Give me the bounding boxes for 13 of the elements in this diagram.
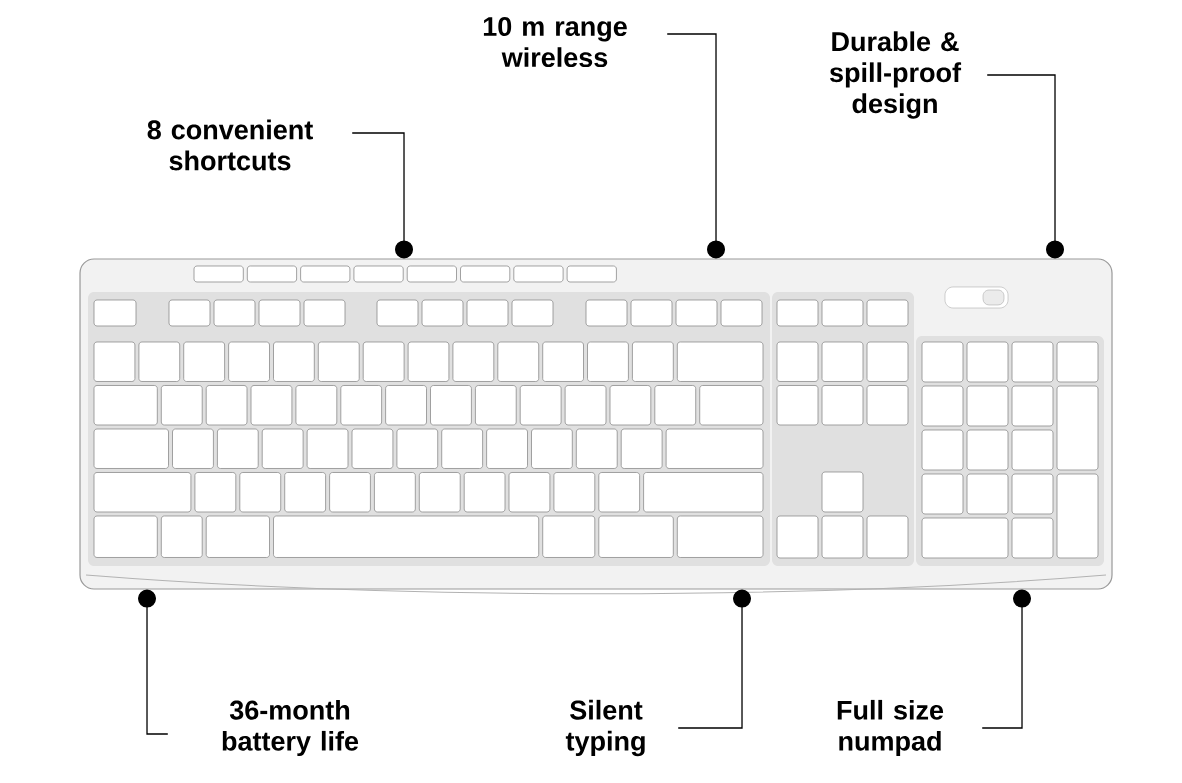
leader-line [351,132,413,259]
leader-line [666,33,725,259]
callout-text: 10 m range wireless [483,16,627,68]
callout-text: Full size numpad [837,699,944,757]
callout-text: Durable & spill-proof design [830,31,962,119]
callout-text: 8 convenient shortcuts [147,119,313,171]
keyboard-drawing [79,258,1113,595]
leader-line [677,589,751,729]
leader-line [986,74,1064,259]
leader-line [981,589,1031,729]
callout-text: 36-month battery life [222,699,359,757]
callout-text: Silent typing [565,699,645,757]
leader-line [138,589,169,735]
